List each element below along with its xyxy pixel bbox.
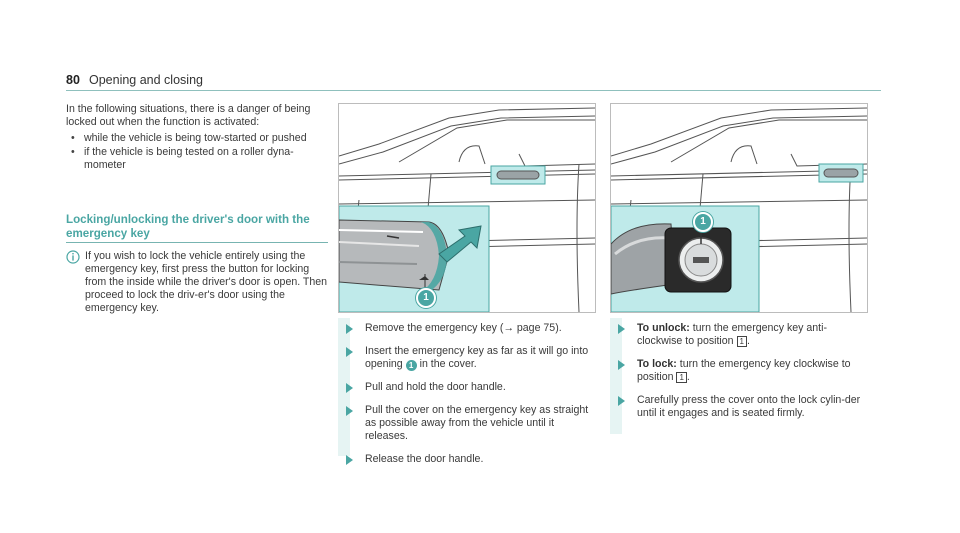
step-arrow-icon	[346, 324, 353, 334]
step-arrow-icon	[346, 406, 353, 416]
step-text: Remove the emergency key (→ page 75).	[365, 322, 562, 334]
callout-badge: 1	[416, 288, 436, 308]
list-item: Release the door handle.	[338, 453, 594, 466]
steps-list-a: Remove the emergency key (→ page 75). In…	[338, 322, 594, 476]
list-item: while the vehicle is being tow-started o…	[66, 132, 330, 145]
figure-door-handle-cover: 1	[338, 103, 596, 313]
callout-badge: 1	[693, 212, 713, 232]
step-text: in the cover.	[416, 358, 477, 370]
step-arrow-icon	[618, 396, 625, 406]
step-text: .	[746, 335, 750, 347]
step-text: Insert the emergency key as far as it wi…	[365, 345, 589, 370]
list-item: Pull and hold the door handle.	[338, 381, 594, 394]
step-arrow-icon	[346, 347, 353, 357]
list-item: Carefully press the cover onto the lock …	[610, 394, 866, 420]
position-marker: 1	[736, 336, 747, 347]
step-arrow-icon	[618, 360, 625, 370]
intro-bullets: while the vehicle is being tow-started o…	[66, 132, 330, 172]
chapter-title: Opening and closing	[89, 73, 203, 87]
step-text: turn the emergency key anti-clockwise to…	[637, 322, 827, 347]
list-item: Pull the cover on the emergency key as s…	[338, 404, 594, 443]
car-door-illustration	[339, 107, 595, 312]
list-item: if the vehicle is being tested on a roll…	[66, 146, 330, 172]
callout-badge: 1	[405, 360, 417, 371]
step-text: Carefully press the cover onto the lock …	[637, 394, 861, 419]
step-label: To lock:	[637, 358, 677, 370]
intro-block: In the following situations, there is a …	[66, 103, 330, 173]
header-divider	[66, 90, 881, 91]
figure-lock-cylinder: 1	[610, 103, 868, 313]
note-text: If you wish to lock the vehicle entirely…	[85, 250, 328, 314]
step-text: Pull the cover on the emergency key as s…	[365, 404, 589, 442]
list-item: Remove the emergency key (→ page 75).	[338, 322, 594, 335]
info-icon	[66, 250, 80, 264]
step-arrow-icon	[346, 455, 353, 465]
section-heading: Locking/unlocking the driver's door with…	[66, 213, 310, 240]
list-item: Insert the emergency key as far as it wi…	[338, 345, 594, 371]
page-number: 80	[66, 73, 80, 87]
list-item: To lock: turn the emergency key clockwis…	[610, 358, 866, 384]
note-block: If you wish to lock the vehicle entirely…	[66, 250, 330, 315]
step-label: To unlock:	[637, 322, 690, 334]
step-text: .	[686, 371, 690, 383]
step-arrow-icon	[618, 324, 625, 334]
step-text: Release the door handle.	[365, 453, 484, 465]
step-text: Pull and hold the door handle.	[365, 381, 506, 393]
steps-list-b: To unlock: turn the emergency key anti-c…	[610, 322, 866, 430]
list-item: To unlock: turn the emergency key anti-c…	[610, 322, 866, 348]
heading-divider	[66, 242, 328, 243]
step-arrow-icon	[346, 383, 353, 393]
intro-text: In the following situations, there is a …	[66, 103, 311, 128]
step-text: turn the emergency key clockwise to posi…	[637, 358, 851, 383]
car-door-illustration	[611, 107, 867, 312]
position-marker: 1	[676, 372, 687, 383]
